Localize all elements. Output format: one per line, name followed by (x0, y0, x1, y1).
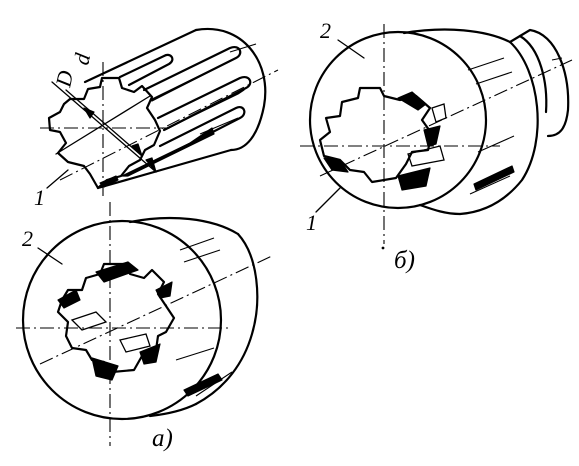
hub-a-spline-flank-2 (119, 333, 151, 353)
hub-b-shading-4 (469, 175, 511, 195)
hub-b-spline-shade-left (323, 157, 349, 173)
shaft-top-edge (83, 28, 198, 84)
hub-a-number-label: 2 (22, 226, 33, 251)
shaft-slot-shade-2 (164, 89, 245, 131)
hub-a-spline-shade-left (57, 289, 81, 309)
shaft-b-leader-line (315, 187, 341, 213)
shaft-axis-longitudinal (59, 69, 279, 181)
dimension-arrow-1 (145, 157, 157, 173)
hub-b-shading-1 (467, 57, 505, 71)
hub-b-shading-2 (475, 71, 513, 85)
shaft-slot-4 (158, 106, 246, 158)
hub-b-shading-3 (477, 135, 515, 153)
hub-a-leader-line (37, 247, 63, 265)
hub-assembly-drawing-b (300, 24, 573, 244)
hub-a-back-edge (194, 232, 259, 406)
dimension-line-inner (65, 89, 143, 157)
hub-a-spline-shade-top (95, 261, 139, 283)
dimension-label-outer: D (50, 68, 78, 90)
hub-a-spline-flank-1 (70, 311, 108, 331)
caption-a: а) (152, 425, 173, 452)
shaft-slot-3 (156, 76, 252, 132)
hub-a-top-edge (128, 216, 240, 236)
hub-b-back-edge (458, 40, 539, 216)
hub-a-shadow-strip (183, 373, 223, 397)
hub-a-spline-shade-bottom (91, 357, 119, 381)
shaft-slot-2 (142, 46, 242, 102)
shaft-stub-inner (518, 34, 548, 114)
hub-b-spline-shade-bottom (397, 167, 431, 191)
hub-a-axis-longitudinal (39, 255, 273, 365)
shaft-end-ellipse (194, 27, 267, 152)
hub-a-spline-bore (56, 262, 176, 374)
shaft-stub-shading (551, 57, 563, 61)
dimension-arrow-3 (83, 107, 95, 119)
hub-a-spline-shade-right (155, 281, 173, 299)
shaft-leader-line (46, 169, 69, 189)
shaft-shading-1 (199, 117, 239, 135)
hub-b-leader-line (337, 39, 365, 59)
hub-b-spline-flank-2 (407, 145, 445, 167)
dimension-arrow-2 (131, 143, 143, 157)
hub-a-bottom-edge (148, 402, 198, 418)
hub-a-shading-3 (175, 347, 215, 361)
shaft-slot-shade-3 (121, 127, 215, 177)
hub-b-spline-shade-right (423, 125, 441, 147)
hub-b-axis-longitudinal (319, 59, 573, 177)
shaft-slot-1 (118, 53, 174, 87)
hub-b-bottom-edge (418, 203, 462, 216)
hub-b-front-face (308, 30, 488, 210)
hub-b-shadow-strip (473, 165, 515, 191)
caption-b: б) (394, 247, 415, 274)
hub-a-front-face (21, 219, 223, 421)
shaft-bottom-edge (96, 148, 233, 190)
hub-a-shading-1 (179, 237, 215, 251)
shaft-number-label: 1 (34, 185, 45, 210)
dimension-line-cross (55, 95, 151, 155)
shaft-spline-profile (47, 76, 162, 190)
shaft-slot-shade-1 (149, 57, 237, 102)
caption-b-dot (381, 246, 385, 250)
dimension-label-inner: d (68, 50, 95, 67)
dimension-line-outer (51, 81, 157, 173)
hub-a-shading-2 (183, 249, 221, 263)
hub-b-number-label: 2 (320, 18, 331, 43)
shaft-b-number-label: 1 (306, 210, 317, 235)
splined-shaft-drawing (40, 27, 279, 196)
hub-b-top-edge (402, 28, 512, 44)
shaft-shading-2 (229, 43, 257, 53)
hub-assembly-drawing-a (16, 202, 273, 446)
hub-b-spline-flank-1 (431, 103, 447, 123)
shaft-stub-outline (508, 28, 570, 138)
hub-b-spline-shade-top (397, 91, 427, 111)
hub-a-spline-shade-br (139, 343, 161, 365)
